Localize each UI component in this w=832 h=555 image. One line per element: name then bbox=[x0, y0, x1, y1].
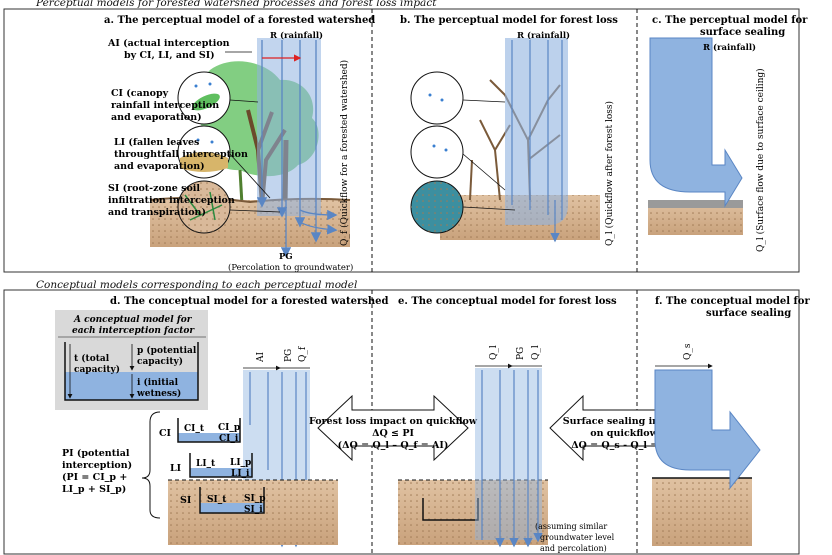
panel-a-rainfall: R (rainfall) bbox=[270, 30, 323, 41]
fl-arrow-line-3: (ΔQ = Q_l – Q_f = AI) bbox=[338, 440, 449, 451]
ci-label-1: CI (canopy bbox=[111, 88, 169, 99]
li-p: LI_p bbox=[230, 458, 251, 468]
panel-d: d. The conceptual model for a forested w… bbox=[55, 296, 388, 548]
top-section-title: Perceptual models for forested watershed… bbox=[36, 0, 437, 9]
panel-b-quickflow: Q_l (Quickflow after forest loss) bbox=[604, 101, 615, 246]
legend-title-2: each interception factor bbox=[72, 326, 195, 336]
panel-c-title-1: c. The perceptual model for bbox=[652, 15, 808, 26]
ci-tag: CI bbox=[159, 428, 172, 439]
pi-label-3: (PI = CI_p + bbox=[62, 472, 127, 483]
ss-arrow-line-3: ΔQ = Q_s - Q_l = PG bbox=[571, 440, 677, 451]
panel-d-title: d. The conceptual model for a forested w… bbox=[110, 296, 388, 307]
si-label-2: infiltration interception bbox=[108, 195, 235, 206]
ss-arrow-line-2: on quickflow bbox=[590, 428, 658, 439]
flux-ql-2: Q_l bbox=[531, 345, 541, 360]
flux-ai: AI bbox=[256, 352, 266, 363]
rain-column-a bbox=[257, 38, 321, 216]
si-t: SI_t bbox=[207, 495, 227, 505]
b-litter-circle bbox=[410, 125, 464, 179]
fl-arrow-line-2: ΔQ ≤ PI bbox=[372, 428, 414, 439]
fl-arrow-line-1: Forest loss impact on quickflow bbox=[309, 416, 478, 427]
i-label-1: i (initial bbox=[137, 377, 179, 388]
flux-pg: PG bbox=[284, 349, 294, 362]
ci-bucket bbox=[177, 418, 241, 443]
panel-e-title: e. The conceptual model for forest loss bbox=[398, 296, 617, 307]
legend-title-1: A conceptual model for bbox=[73, 315, 193, 325]
flux-ql: Q_l bbox=[489, 345, 499, 360]
pi-label-2: interception) bbox=[62, 460, 132, 471]
ci-t: CI_t bbox=[184, 424, 205, 434]
ci-i: CI_i bbox=[219, 434, 239, 444]
panel-b: b. The perceptual model for forest loss … bbox=[400, 15, 618, 246]
note-line-1: (assuming similar bbox=[535, 522, 607, 531]
pg-label: PG bbox=[279, 252, 293, 262]
panel-b-rainfall: R (rainfall) bbox=[517, 30, 570, 41]
panel-a-title: a. The perceptual model of a forested wa… bbox=[104, 15, 375, 26]
forest-loss-impact-arrow: Forest loss impact on quickflow ΔQ ≤ PI … bbox=[309, 394, 478, 462]
panel-a: a. The perceptual model of a forested wa… bbox=[104, 15, 375, 273]
si-bucket bbox=[199, 487, 265, 514]
rain-column-b bbox=[505, 38, 568, 225]
ci-p: CI_p bbox=[218, 423, 240, 433]
flux-qf: Q_f bbox=[298, 346, 308, 362]
b-canopy-circle bbox=[410, 71, 464, 125]
flux-pg-e: PG bbox=[516, 347, 526, 360]
li-tag: LI bbox=[170, 463, 182, 474]
ss-arrow-line-1: Surface sealing impact bbox=[563, 416, 686, 427]
panel-f-title-2: surface sealing bbox=[706, 308, 791, 319]
p-label-1: p (potential bbox=[137, 345, 197, 356]
ci-label-3: and evaporation) bbox=[111, 112, 202, 123]
surface-flow-arrow-f bbox=[654, 369, 761, 490]
panel-e: e. The conceptual model for forest loss … bbox=[398, 296, 617, 553]
si-i: SI_i bbox=[244, 505, 263, 515]
pi-label-1: PI (potential bbox=[62, 448, 130, 459]
pi-label-4: LI_p + SI_p) bbox=[62, 484, 126, 495]
pg-desc: (Percolation to groundwater) bbox=[228, 262, 353, 273]
sealed-surface bbox=[648, 200, 743, 208]
top-frame bbox=[3, 8, 800, 273]
panel-c-quickflow: Q_l (Surface flow due to surface ceiling… bbox=[755, 68, 766, 252]
si-label-1: SI (root-zone soil bbox=[108, 183, 200, 194]
panel-f: f. The conceptual model for surface seal… bbox=[652, 296, 810, 546]
panel-c: c. The perceptual model for surface seal… bbox=[648, 15, 808, 252]
surface-flow-arrow bbox=[649, 37, 743, 208]
li-bucket bbox=[189, 453, 253, 478]
p-label-2: capacity) bbox=[137, 356, 183, 367]
li-label-3: and evaporation) bbox=[114, 161, 205, 172]
panel-c-title-2: surface sealing bbox=[700, 27, 785, 38]
panel-f-title-1: f. The conceptual model for bbox=[655, 296, 810, 307]
bottom-frame bbox=[3, 289, 800, 555]
i-label-2: wetness) bbox=[136, 388, 181, 399]
li-label-1: LI (fallen leaves bbox=[114, 137, 199, 148]
note-line-2: groundwater level bbox=[540, 533, 615, 542]
panel-c-rainfall: R (rainfall) bbox=[703, 42, 756, 53]
si-p: SI_p bbox=[244, 494, 266, 504]
si-label-3: and transpiration) bbox=[108, 207, 206, 218]
e-soil-bucket bbox=[422, 498, 479, 521]
panel-a-quickflow: Q_f (Quickflow for a forested watershed) bbox=[339, 60, 350, 246]
li-t: LI_t bbox=[196, 459, 216, 469]
t-label-1: t (total bbox=[74, 353, 110, 364]
si-tag: SI bbox=[180, 495, 192, 506]
pi-brace bbox=[141, 411, 161, 519]
ai-label-1: AI (actual interception bbox=[107, 38, 230, 49]
t-label-2: capacity) bbox=[74, 364, 120, 375]
litter-icon bbox=[180, 152, 228, 172]
note-line-3: and percolation) bbox=[540, 544, 607, 553]
ai-label-2: by CI, LI, and SI) bbox=[124, 50, 215, 61]
ci-label-2: rainfall interception bbox=[111, 100, 219, 111]
panel-b-title: b. The perceptual model for forest loss bbox=[400, 15, 618, 26]
li-label-2: throughtfall interception bbox=[114, 149, 248, 160]
li-i: LI_i bbox=[231, 469, 250, 479]
flux-qs: Q_s bbox=[683, 343, 693, 360]
bottom-section-title: Conceptual models corresponding to each … bbox=[36, 279, 358, 291]
leaf-icon bbox=[192, 93, 220, 111]
